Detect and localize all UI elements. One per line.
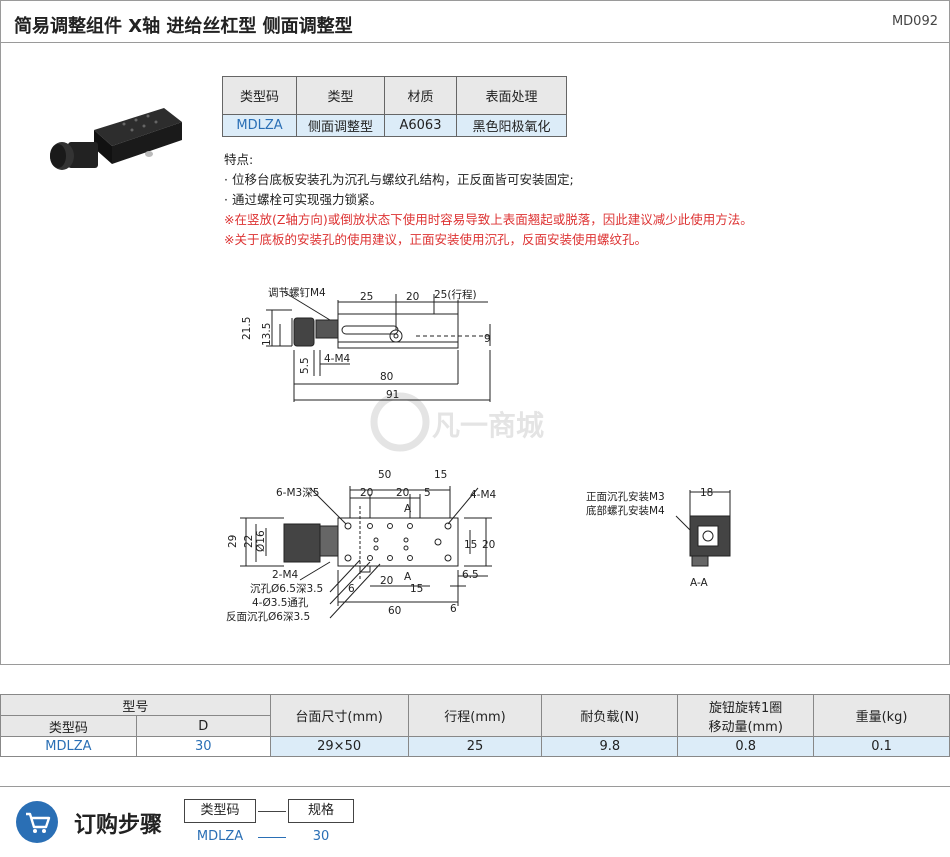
dim-label: 20 <box>360 487 373 499</box>
spec-cell[interactable]: MDLZA <box>222 114 297 137</box>
dim-label: 15 <box>434 469 447 481</box>
dim-label: 25(行程) <box>434 288 477 301</box>
section-label: 底部螺孔安装M4 <box>586 504 665 517</box>
spec-table: 类型码 类型 材质 表面处理 MDLZA 侧面调整型 A6063 黑色阳极氧化 <box>222 76 567 137</box>
step-value-spec[interactable]: 30 <box>312 829 330 844</box>
cart-icon <box>16 801 58 843</box>
dim-label: 91 <box>386 389 399 401</box>
order-cell: 0.8 <box>677 736 815 757</box>
order-cell: 9.8 <box>541 736 679 757</box>
dim-label: 6 <box>348 583 355 595</box>
watermark: 凡一商城 <box>370 392 544 452</box>
order-table: 型号 台面尺寸(mm) 行程(mm) 耐负载(N) 旋钮旋转1圈 移动量(mm)… <box>0 694 950 757</box>
feature-item: · 位移台底板安装孔为沉孔与螺纹孔结构，正反面皆可安装固定; <box>224 172 574 187</box>
order-header: 行程(mm) <box>407 694 543 737</box>
features-heading: 特点: <box>224 152 254 167</box>
order-cell[interactable]: 30 <box>135 736 271 757</box>
section-view: 正面沉孔安装M3 底部螺孔安装M4 18 A-A <box>586 487 731 589</box>
watermark-text: 凡一商城 <box>432 409 544 442</box>
dim-label: 4-Ø3.5通孔 <box>252 596 309 609</box>
spec-header: 表面处理 <box>456 76 567 115</box>
dim-label: 6-M3深5 <box>276 487 319 499</box>
section-mark: A <box>404 503 412 515</box>
dim-label: 21.5 <box>241 317 253 340</box>
step-value-type[interactable]: MDLZA <box>196 829 244 844</box>
spec-header: 类型码 <box>222 76 297 115</box>
dim-label: Ø16 <box>255 530 267 552</box>
order-cell: 0.1 <box>813 736 950 757</box>
order-header: 重量(kg) <box>813 694 950 737</box>
section-mark: A <box>404 571 412 583</box>
dim-label: 29 <box>227 535 239 548</box>
order-cell[interactable]: MDLZA <box>0 736 137 757</box>
page-title: 简易调整组件 X轴 进给丝杠型 侧面调整型 <box>14 16 353 37</box>
order-header: 台面尺寸(mm) <box>269 694 409 737</box>
spec-header: 材质 <box>384 76 457 115</box>
feature-note: ※在竖放(Z轴方向)或倒放状态下使用时容易导致上表面翘起或脱落，因此建议减少此使… <box>224 212 753 227</box>
feature-item: · 通过螺栓可实现强力锁紧。 <box>224 192 382 207</box>
order-group-header: 型号 <box>0 694 271 716</box>
dim-label: 15 <box>410 583 423 595</box>
spec-cell: 侧面调整型 <box>296 114 385 137</box>
spec-header: 类型 <box>296 76 385 115</box>
step-box-spec: 规格 <box>288 799 354 823</box>
product-photo <box>50 108 182 170</box>
dim-label: 5.5 <box>299 357 311 374</box>
order-cell: 25 <box>407 736 543 757</box>
steps-title: 订购步骤 <box>74 813 163 838</box>
dim-label: 6.5 <box>462 569 479 581</box>
section-label: 正面沉孔安装M3 <box>586 490 665 503</box>
dim-label: 9 <box>484 333 491 345</box>
section-name: A-A <box>690 577 709 589</box>
spec-cell: A6063 <box>384 114 457 137</box>
dim-label: 20 <box>406 291 419 303</box>
dim-label: 13.5 <box>261 323 273 346</box>
step-box-type: 类型码 <box>184 799 256 823</box>
dim-label: 18 <box>700 487 713 499</box>
dim-label: 50 <box>378 469 391 481</box>
dim-label: 4-M4 <box>324 353 351 365</box>
dimension-drawing: 凡一商城 调节螺钉M4 25 20 25(行程) 21.5 13.5 9 5.5… <box>226 287 544 623</box>
dim-label: 调节螺钉M4 <box>268 287 326 299</box>
dim-label: 15 <box>464 539 477 551</box>
dim-label: 5 <box>424 487 431 499</box>
order-cell: 29×50 <box>269 736 409 757</box>
order-subheader: D <box>135 715 271 737</box>
feature-note: ※关于底板的安装孔的使用建议，正面安装使用沉孔，反面安装使用螺纹孔。 <box>224 232 647 247</box>
dim-label: 20 <box>380 575 393 587</box>
order-header: 耐负载(N) <box>541 694 679 737</box>
order-header: 旋钮旋转1圈 移动量(mm) <box>677 694 815 737</box>
dim-label: 6 <box>450 603 457 615</box>
dim-label: 4-M4 <box>470 489 497 501</box>
dim-label: 22 <box>243 535 255 548</box>
step-connector <box>258 811 286 812</box>
features: 特点: · 位移台底板安装孔为沉孔与螺纹孔结构，正反面皆可安装固定; · 通过螺… <box>224 150 753 250</box>
divider <box>0 42 950 43</box>
dim-label: 反面沉孔Ø6深3.5 <box>226 610 310 623</box>
dim-label: 沉孔Ø6.5深3.5 <box>250 582 323 595</box>
dim-label: 20 <box>396 487 409 499</box>
order-steps: 订购步骤 类型码 规格 MDLZA 30 <box>0 786 950 857</box>
dim-label: 25 <box>360 291 373 303</box>
dim-label: 80 <box>380 371 393 383</box>
spec-cell: 黑色阳极氧化 <box>456 114 567 137</box>
order-subheader: 类型码 <box>0 715 137 737</box>
step-connector <box>258 837 286 838</box>
product-code: MD092 <box>891 14 938 29</box>
dim-label: 60 <box>388 605 401 617</box>
dim-label: 2-M4 <box>272 569 299 581</box>
dim-label: 20 <box>482 539 495 551</box>
